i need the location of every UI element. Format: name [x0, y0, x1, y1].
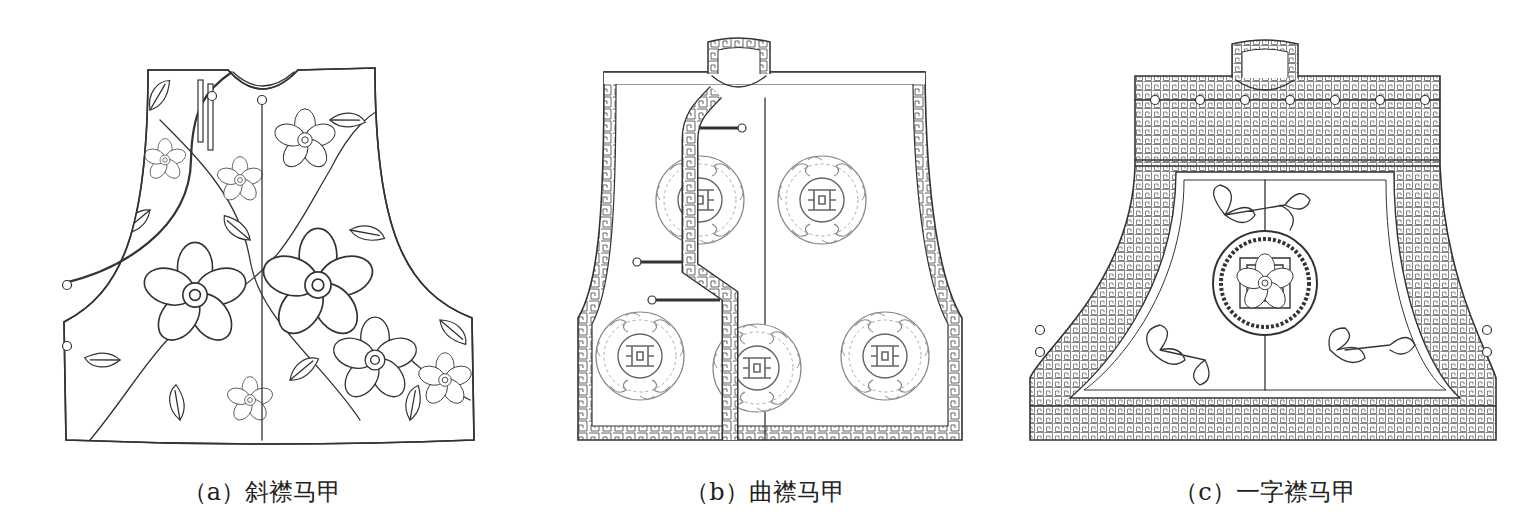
vest-a — [63, 68, 475, 444]
caption-label: （c）一字襟马甲 — [1174, 477, 1355, 507]
vest-b — [578, 38, 962, 440]
vest-c — [1030, 40, 1496, 440]
caption-label: （b）曲襟马甲 — [685, 477, 844, 507]
caption-label: （a）斜襟马甲 — [183, 477, 341, 507]
